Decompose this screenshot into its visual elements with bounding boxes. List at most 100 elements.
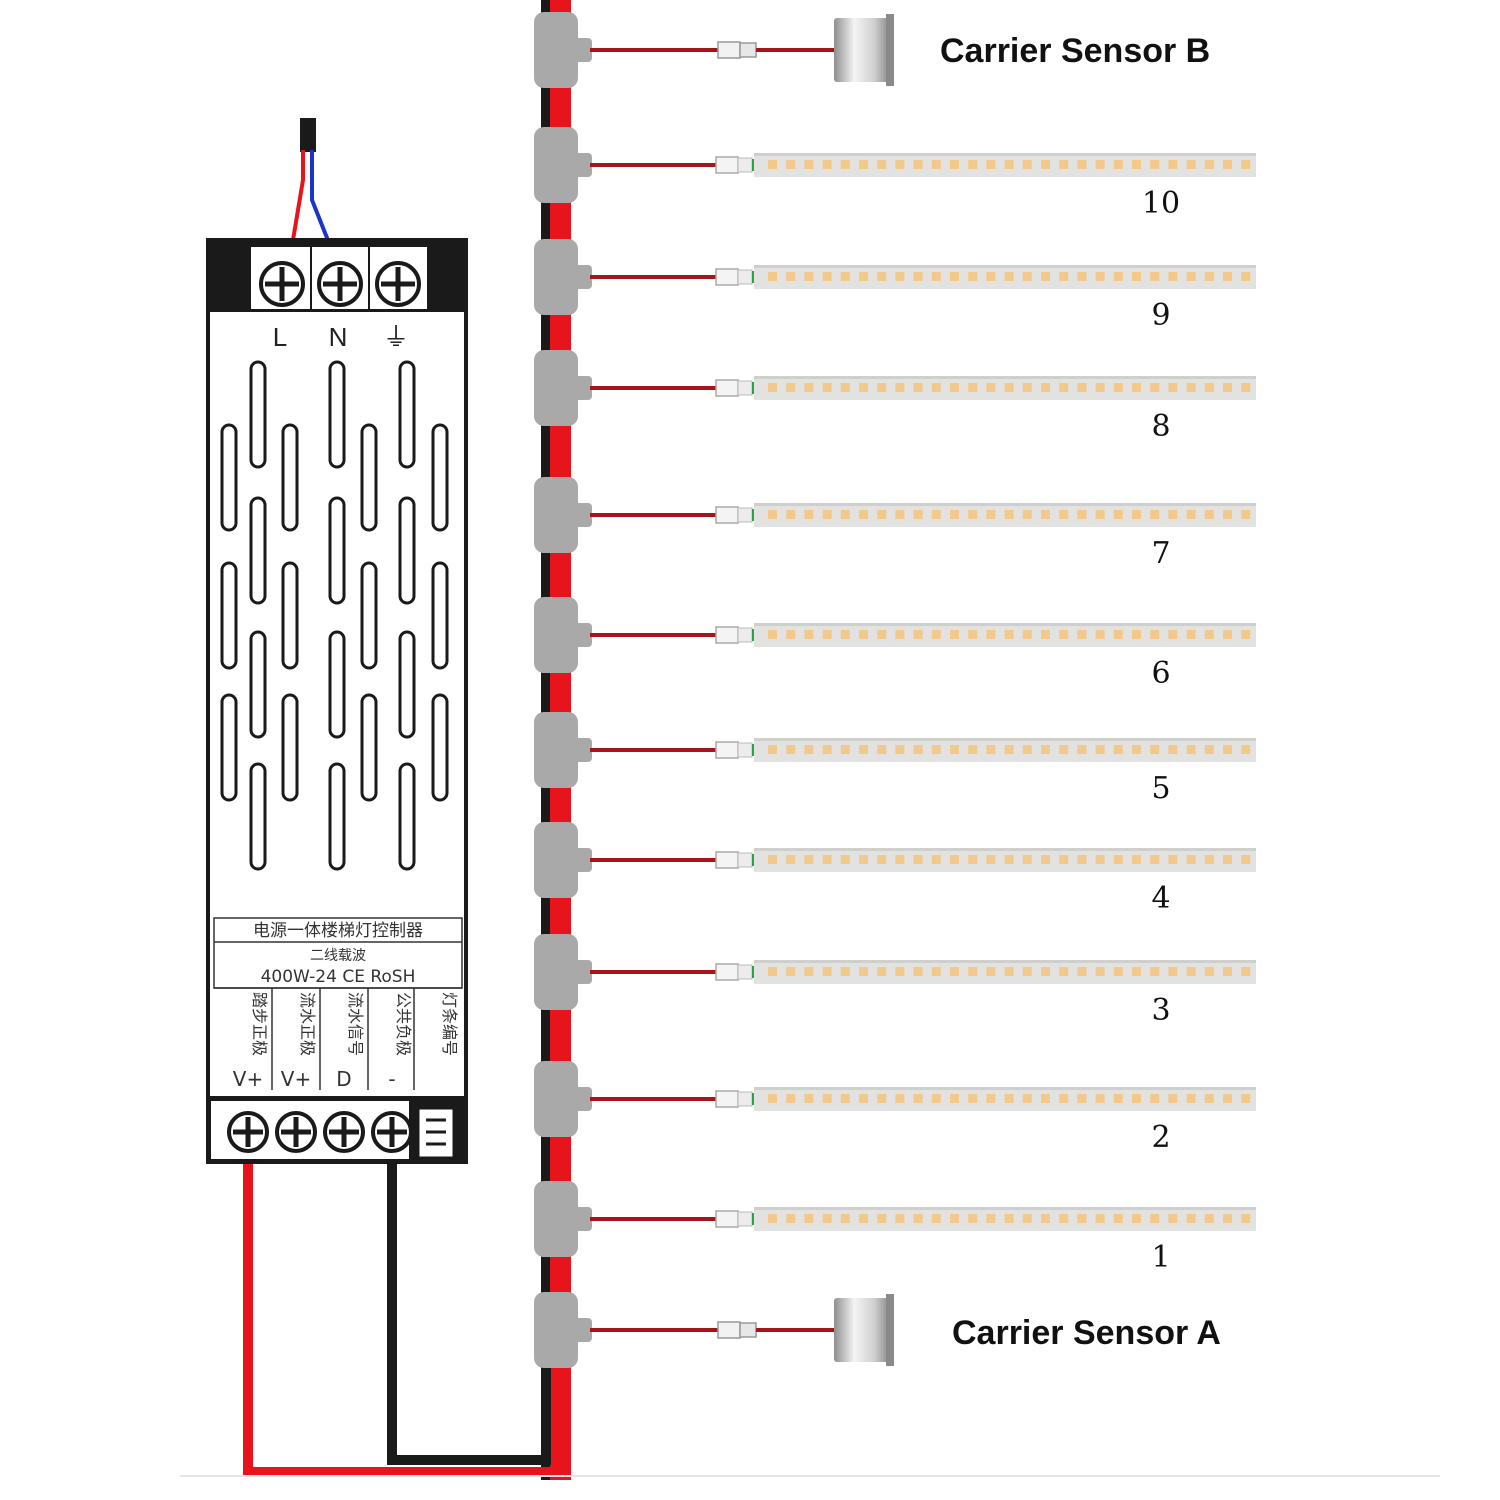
led-chip (840, 855, 850, 864)
led-chip (968, 855, 978, 864)
tee-connector (534, 597, 592, 673)
led-chip (1241, 272, 1251, 281)
led-chip (986, 160, 996, 169)
led-chip (1241, 160, 1251, 169)
led-chip (786, 855, 796, 864)
controller-output-cables (243, 1150, 571, 1477)
led-chip (1095, 630, 1105, 639)
led-chip (840, 510, 850, 519)
led-chip (1059, 630, 1069, 639)
vent-slot (431, 693, 449, 802)
led-chip (968, 1094, 978, 1103)
led-chip (931, 160, 941, 169)
vent-slot (249, 496, 267, 605)
led-chip (931, 383, 941, 392)
led-chip (859, 510, 868, 519)
led-chip (822, 855, 832, 864)
led-chip (1022, 160, 1032, 169)
led-chip (1113, 510, 1123, 519)
led-chip (786, 1214, 796, 1223)
led-chip (1168, 967, 1178, 976)
led-chip (931, 855, 941, 864)
led-chip (968, 1214, 978, 1223)
led-chip (986, 272, 996, 281)
led-chip (1041, 967, 1050, 976)
led-chip (1095, 745, 1105, 754)
led-chip (1150, 745, 1160, 754)
output-terminal-screw (227, 1111, 269, 1153)
led-chip (1041, 1094, 1050, 1103)
tee-connector (534, 1061, 592, 1137)
tee-connector (534, 239, 592, 315)
led-strip (715, 265, 1256, 289)
input-terminal-label: ⏚ (383, 322, 409, 352)
led-chip (1095, 510, 1105, 519)
led-chip (895, 1094, 905, 1103)
output-terminal-symbol: V+ (233, 1067, 263, 1091)
led-chip (1113, 745, 1123, 754)
led-chip (986, 1094, 996, 1103)
vent-slot (328, 496, 346, 605)
led-chip (840, 272, 850, 281)
input-terminal-screw (375, 261, 421, 307)
led-chip (1059, 855, 1069, 864)
led-chip (1168, 745, 1178, 754)
led-chip (1186, 630, 1196, 639)
led-chip (768, 1214, 777, 1223)
led-chip (1168, 630, 1178, 639)
led-chip (1077, 967, 1087, 976)
led-chip (1113, 967, 1123, 976)
led-chip (1186, 967, 1196, 976)
vent-slot (328, 762, 346, 871)
led-chip (1223, 855, 1232, 864)
led-chip (1168, 383, 1178, 392)
led-chip (877, 630, 887, 639)
led-chip (804, 1214, 814, 1223)
led-chip (840, 160, 850, 169)
led-chip (1004, 1094, 1014, 1103)
led-chip (895, 630, 905, 639)
led-chip (1004, 272, 1014, 281)
led-chip (1059, 967, 1069, 976)
led-chip (877, 1214, 887, 1223)
led-strip (715, 153, 1256, 177)
vent-slot (220, 423, 238, 532)
led-chip (1022, 630, 1032, 639)
led-chip (1204, 160, 1214, 169)
led-chip (859, 272, 868, 281)
led-chip (1022, 855, 1032, 864)
led-chip (840, 745, 850, 754)
led-chip (1095, 967, 1105, 976)
led-chip (877, 272, 887, 281)
led-chip (1204, 1094, 1214, 1103)
led-chip (1204, 967, 1214, 976)
led-chip (968, 160, 978, 169)
led-chip (950, 1214, 959, 1223)
led-chip (1223, 1214, 1232, 1223)
led-chip (913, 745, 923, 754)
led-strip (715, 848, 1256, 872)
sensor-b-label: Carrier Sensor B (940, 32, 1210, 70)
led-chip (1113, 855, 1123, 864)
plug-connector (717, 1321, 757, 1339)
led-chip (1077, 855, 1087, 864)
led-chip (931, 510, 941, 519)
led-chip (1186, 272, 1196, 281)
led-chip (1168, 1214, 1178, 1223)
led-chip (768, 272, 777, 281)
output-terminal-symbol: V+ (281, 1067, 311, 1091)
led-strip (715, 960, 1256, 984)
led-chip (968, 630, 978, 639)
led-chip (968, 967, 978, 976)
tee-connector (534, 12, 592, 88)
led-chip (1095, 272, 1105, 281)
led-chip (986, 1214, 996, 1223)
led-chip (1204, 510, 1214, 519)
led-chip (1150, 510, 1160, 519)
output-terminal-symbol: - (388, 1067, 395, 1091)
vent-slot (398, 360, 416, 469)
output-terminal-label: 公共负极 (394, 992, 413, 1056)
led-chip (1150, 383, 1160, 392)
led-chip (1132, 510, 1141, 519)
led-chip (786, 967, 796, 976)
